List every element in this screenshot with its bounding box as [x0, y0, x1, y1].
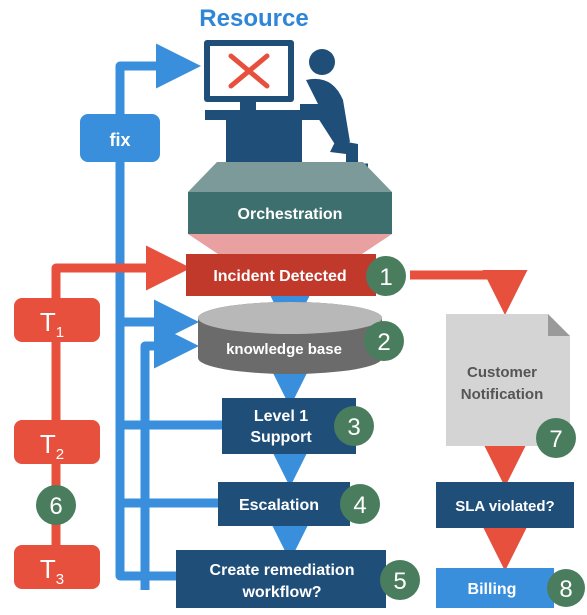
- step-8-badge: [547, 569, 585, 607]
- knowledge-base-block: knowledge base 2: [198, 302, 404, 374]
- sla-label: SLA violated?: [455, 498, 554, 515]
- notification-page: [446, 314, 570, 446]
- timer-t3-sub: 3: [56, 571, 64, 588]
- step-6-badge: [36, 485, 76, 525]
- level1-box: [222, 398, 356, 454]
- timer-t1-sub: 1: [56, 324, 64, 341]
- timer-t1-letter: T: [40, 307, 56, 337]
- fix-trunk-line: [115, 162, 180, 581]
- remediation-box: [176, 550, 386, 608]
- kb-cylinder-top: [198, 302, 382, 334]
- step-1-number: 1: [379, 264, 392, 291]
- desk-top: [205, 110, 333, 120]
- orchestration-label: Orchestration: [238, 206, 343, 223]
- resource-illustration: Resource: [199, 5, 368, 183]
- level1-label-line2: Support: [250, 429, 312, 446]
- step-3-number: 3: [347, 414, 360, 441]
- step-4-number: 4: [353, 492, 366, 519]
- level1-support-block: Level 1 Support 3: [222, 398, 374, 454]
- notification-label-line1: Customer: [467, 364, 537, 381]
- remediation-label-line1: Create remediation: [210, 562, 355, 579]
- step-4-badge: [340, 484, 380, 524]
- step-2-badge: [364, 321, 404, 361]
- incident-top: [188, 234, 392, 254]
- escalation-block: Escalation 4: [218, 482, 380, 526]
- escalation-box: [218, 482, 350, 526]
- remediation-label-line2: workflow?: [241, 584, 321, 601]
- step-5-number: 5: [393, 568, 406, 595]
- billing-block: Billing 8: [436, 568, 585, 608]
- timer-t3-box: [14, 545, 100, 589]
- notification-block: Customer Notification 7: [446, 314, 576, 458]
- timer-t2-letter: T: [40, 429, 56, 459]
- monitor-stand: [240, 102, 256, 112]
- step-3-badge: [334, 406, 374, 446]
- level1-label-line1: Level 1: [254, 408, 308, 425]
- incident-label: Incident Detected: [213, 268, 346, 285]
- fix-block: fix: [80, 114, 160, 162]
- error-x-icon: [228, 53, 270, 89]
- timer-t1-box: [14, 298, 100, 342]
- step-2-number: 2: [377, 329, 390, 356]
- step-8-number: 8: [559, 576, 572, 603]
- kb-label: knowledge base: [226, 341, 342, 358]
- orchestration-block: Orchestration: [188, 162, 392, 234]
- person-body-icon: [300, 78, 350, 146]
- escalation-label: Escalation: [239, 497, 319, 514]
- orchestration-top: [188, 162, 392, 192]
- orchestration-box: [188, 192, 392, 234]
- step-7-badge: [536, 418, 576, 458]
- timers-block: T1 T2 T3 6: [14, 298, 100, 589]
- timer-t2-box: [14, 420, 100, 464]
- resource-title: Resource: [199, 5, 308, 32]
- step-7-number: 7: [549, 426, 562, 453]
- step-5-badge: [380, 560, 420, 600]
- timer-t2-label: T2: [40, 429, 64, 463]
- fix-box: [80, 114, 160, 162]
- timer-t3-letter: T: [40, 554, 56, 584]
- sla-block: SLA violated?: [436, 482, 574, 528]
- remediation-block: Create remediation workflow? 5: [176, 550, 420, 608]
- timer-t1-label: T1: [40, 307, 64, 341]
- step-1-badge: [366, 256, 406, 296]
- blue-connectors: [115, 43, 313, 590]
- incident-detected-block: Incident Detected 1: [186, 234, 406, 296]
- person-head-icon: [309, 49, 335, 75]
- timer-to-incident-arrow: [51, 245, 191, 298]
- left-loop-line: [140, 323, 199, 590]
- incident-box: [186, 254, 376, 296]
- timer-t2-sub: 2: [56, 446, 64, 463]
- billing-label: Billing: [468, 581, 517, 598]
- incident-to-notification-arrow: [410, 270, 528, 315]
- billing-box: [436, 568, 554, 608]
- sla-box: [436, 482, 574, 528]
- step-6-number: 6: [49, 493, 62, 520]
- notification-label-line2: Notification: [461, 386, 544, 403]
- timer-t3-label: T3: [40, 554, 64, 588]
- fix-to-resource-arrow: [115, 43, 201, 115]
- fix-label: fix: [109, 130, 130, 150]
- notification-page-fold: [548, 314, 570, 336]
